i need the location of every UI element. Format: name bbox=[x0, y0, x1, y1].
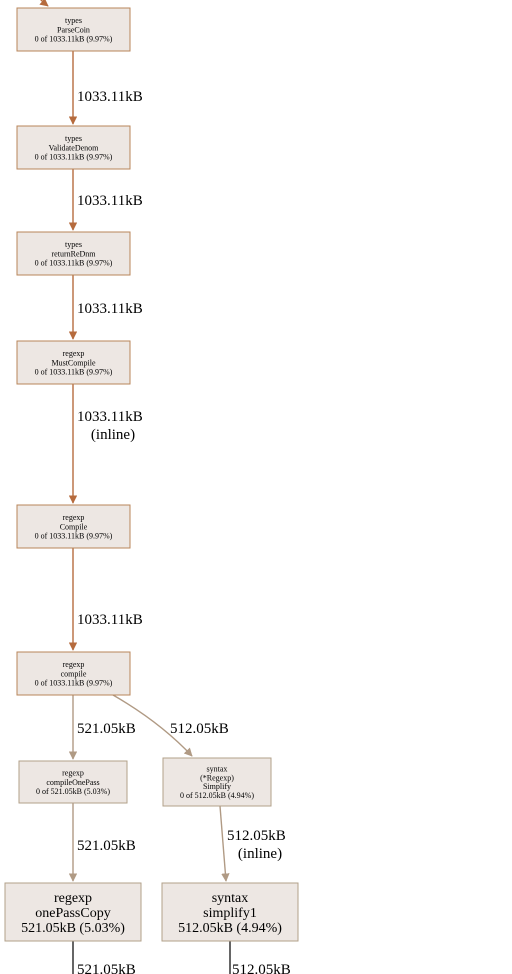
edge-label: 512.05kB bbox=[170, 721, 229, 737]
edge-line bbox=[39, 0, 49, 7]
node-label-line: 521.05kB (5.03%) bbox=[21, 921, 125, 936]
node-label-line: simplify1 bbox=[203, 906, 257, 921]
edge-label: 1033.11kB bbox=[77, 301, 143, 317]
node-label-line: 512.05kB (4.94%) bbox=[178, 921, 282, 936]
node-label-line: 0 of 1033.11kB (9.97%) bbox=[35, 679, 113, 688]
edge-simplify1-out: 512.05kB bbox=[229, 941, 291, 974]
edge-label: 1033.11kB bbox=[77, 89, 143, 105]
node-box bbox=[16, 125, 131, 170]
edge-line bbox=[219, 805, 230, 882]
edge-label: 1033.11kB bbox=[77, 409, 143, 425]
edge-label: 1033.11kB bbox=[77, 193, 143, 209]
edge-compile-compile-internal: 1033.11kB bbox=[68, 548, 143, 651]
node-label-line: syntax bbox=[207, 765, 228, 774]
edge-label: (inline) bbox=[91, 427, 135, 443]
node-label-line: regexp bbox=[63, 513, 85, 522]
edge-line bbox=[112, 694, 193, 757]
node-label-line: Compile bbox=[60, 522, 88, 531]
edge-compileonepass-onepasscopy: 521.05kB bbox=[68, 803, 136, 882]
node-label-line: 0 of 1033.11kB (9.97%) bbox=[35, 368, 113, 377]
node-label-line: regexp bbox=[62, 769, 84, 778]
edge-simplify-simplify1: 512.05kB (inline) bbox=[219, 805, 286, 882]
edge-into-parsecoin bbox=[39, 0, 49, 7]
node-box bbox=[16, 504, 131, 549]
node-label-line: types bbox=[65, 240, 82, 249]
node-label-line: compileOnePass bbox=[46, 778, 99, 787]
node-box bbox=[162, 757, 272, 807]
node-label-line: types bbox=[65, 16, 82, 25]
edge-onepasscopy-out: 521.05kB bbox=[72, 941, 136, 974]
edge-compile-compileonepass: 521.05kB bbox=[68, 695, 136, 760]
edge-parsecoin-validatedenom: 1033.11kB bbox=[68, 51, 143, 125]
node-box bbox=[18, 760, 128, 804]
node-label-line: syntax bbox=[212, 891, 249, 906]
node-label-line: 0 of 1033.11kB (9.97%) bbox=[35, 153, 113, 162]
node-label-line: onePassCopy bbox=[35, 906, 110, 921]
node-box bbox=[161, 882, 299, 942]
edge-label: 512.05kB bbox=[232, 962, 291, 974]
node-box bbox=[16, 340, 131, 385]
node-label-line: ValidateDenom bbox=[49, 143, 100, 152]
edge-compile-simplify: 512.05kB bbox=[112, 694, 229, 757]
node-box bbox=[4, 882, 142, 942]
node-label-line: 0 of 1033.11kB (9.97%) bbox=[35, 259, 113, 268]
node-box bbox=[16, 231, 131, 276]
node-label-line: regexp bbox=[63, 660, 85, 669]
node-label-line: 0 of 1033.11kB (9.97%) bbox=[35, 532, 113, 541]
node-label-line: compile bbox=[61, 669, 87, 678]
edge-label: 1033.11kB bbox=[77, 612, 143, 628]
node-label-line: 0 of 1033.11kB (9.97%) bbox=[35, 35, 113, 44]
node-label-line: 0 of 512.05kB (4.94%) bbox=[180, 791, 254, 800]
edge-returnredenom-mustcompile: 1033.11kB bbox=[68, 275, 143, 340]
node-label-line: returnReDnm bbox=[52, 249, 97, 258]
node-label-line: regexp bbox=[54, 891, 92, 906]
edge-label: 521.05kB bbox=[77, 838, 136, 854]
node-label-line: Simplify bbox=[203, 782, 231, 791]
edge-mustcompile-compile: 1033.11kB (inline) bbox=[68, 384, 143, 504]
edge-label: 521.05kB bbox=[77, 721, 136, 737]
node-box bbox=[16, 7, 131, 52]
edge-label: 512.05kB bbox=[227, 828, 286, 844]
edge-validatedenom-returnredenom: 1033.11kB bbox=[68, 169, 143, 231]
node-label-line: types bbox=[65, 134, 82, 143]
node-label-line: MustCompile bbox=[51, 358, 95, 367]
node-label-line: (*Regexp) bbox=[200, 773, 234, 782]
node-box bbox=[16, 651, 131, 696]
node-label-line: 0 of 521.05kB (5.03%) bbox=[36, 787, 110, 796]
edge-label: (inline) bbox=[238, 846, 282, 862]
edge-label: 521.05kB bbox=[77, 962, 136, 974]
node-label-line: ParseCoin bbox=[57, 25, 90, 34]
node-label-line: regexp bbox=[63, 349, 85, 358]
